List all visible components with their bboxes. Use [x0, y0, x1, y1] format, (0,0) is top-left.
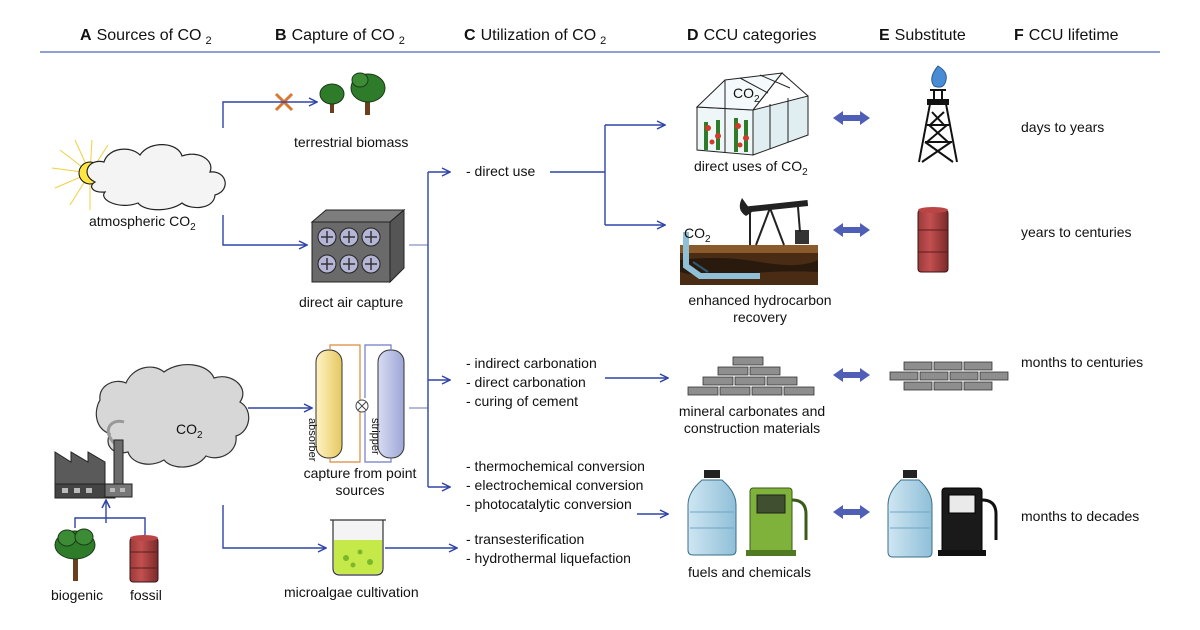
label-line: recovery — [733, 309, 787, 325]
header-letter: A — [80, 27, 92, 44]
header-subscript: 2 — [205, 35, 212, 47]
factory-icon — [54, 439, 133, 499]
biogenic-tree-icon — [54, 528, 96, 581]
header-text: Substitute — [894, 27, 966, 44]
biogenic-label: biogenic — [51, 587, 104, 603]
greenhouse-icon — [695, 72, 809, 156]
header-subscript: 2 — [398, 35, 405, 47]
label-line: sources — [335, 482, 385, 498]
direct-air-capture-unit-icon — [310, 208, 406, 284]
trees-icon — [319, 72, 386, 115]
ehr-co2-label: CO2 — [684, 225, 711, 248]
ehr-label: enhanced hydrocarbon recovery — [670, 292, 850, 326]
microalgae-label: microalgae cultivation — [284, 584, 419, 600]
direct-uses-label: direct uses of CO2 — [694, 158, 808, 181]
label-text: CO — [176, 421, 197, 437]
label-line: enhanced hydrocarbon — [688, 292, 832, 308]
fuels-chemicals-label: fuels and chemicals — [688, 564, 811, 580]
lifetime-minerals: months to centuries — [1021, 354, 1144, 370]
direct-air-capture-label: direct air capture — [299, 294, 404, 310]
factory-smoke — [106, 419, 125, 447]
stripper-label: stripper — [369, 418, 381, 455]
fossil-label: fossil — [130, 587, 162, 603]
conversion-list: - thermochemical conversion - electroche… — [466, 457, 645, 514]
header-text: Sources of CO — [96, 27, 202, 44]
label-subscript: 2 — [190, 221, 196, 233]
gas-flare-tower-icon — [918, 65, 958, 163]
label-line: capture from point — [303, 465, 417, 481]
terrestrial-biomass-label: terrestrial biomass — [294, 134, 409, 150]
label-line: mineral carbonates and — [678, 403, 826, 419]
list-item: - photocatalytic conversion — [466, 496, 632, 512]
header-subscript: 2 — [600, 35, 607, 47]
label-subscript: 2 — [705, 233, 711, 245]
green-fuel-pump-icon — [746, 487, 808, 556]
list-item: - transesterification — [466, 531, 585, 547]
lifetime-ehr: years to centuries — [1021, 224, 1132, 240]
substitute-bricks-icon — [889, 361, 1009, 391]
label-text: direct uses of CO — [694, 158, 803, 174]
header-text: Capture of CO — [291, 27, 395, 44]
point-sources-label: capture from point sources — [290, 465, 430, 499]
list-item: - indirect carbonation — [466, 355, 597, 371]
absorber-label: absorber — [306, 418, 318, 462]
label-line: construction materials — [683, 420, 821, 436]
beaker-icon — [330, 519, 386, 576]
label-text: CO — [733, 85, 754, 101]
lifetime-fuels: months to decades — [1021, 508, 1140, 524]
label-subscript: 2 — [754, 93, 760, 105]
list-item: - direct use — [466, 163, 536, 179]
list-item: - electrochemical conversion — [466, 477, 644, 493]
oil-barrel-icon — [917, 207, 949, 273]
header-letter: B — [275, 27, 287, 44]
header-text: CCU lifetime — [1028, 27, 1119, 44]
algae-process-list: - transesterification - hydrothermal liq… — [466, 530, 631, 568]
pumpjack-oil-field-icon — [680, 198, 818, 285]
label-text: atmospheric CO — [89, 213, 191, 229]
minerals-label: mineral carbonates and construction mate… — [667, 403, 837, 437]
label-text: CO — [684, 225, 705, 241]
label-subscript: 2 — [802, 166, 808, 178]
header-text: CCU categories — [703, 27, 817, 44]
list-item: - thermochemical conversion — [466, 458, 645, 474]
atmosphere-cloud-icon — [86, 144, 226, 211]
atmospheric-co2-label: atmospheric CO2 — [89, 213, 196, 236]
black-fuel-pump-icon — [938, 487, 998, 556]
header-text: Utilization of CO — [480, 27, 597, 44]
substitute-bottle-icon — [887, 470, 933, 558]
substitute-arrows — [833, 111, 870, 519]
greenhouse-co2-label: CO2 — [733, 85, 760, 108]
lifetime-direct-uses: days to years — [1021, 119, 1105, 135]
header-letter: C — [464, 27, 476, 44]
header-letter: E — [879, 27, 890, 44]
header-letter: D — [687, 27, 699, 44]
plastic-bottle-icon — [687, 470, 737, 556]
co2-cloud-label: CO2 — [176, 421, 203, 444]
list-item: - curing of cement — [466, 393, 579, 409]
header-letter: F — [1014, 27, 1024, 44]
carbonation-list: - indirect carbonation - direct carbonat… — [466, 354, 597, 411]
direct-use-list: - direct use — [466, 162, 535, 181]
bricks-stack-icon — [687, 356, 815, 396]
fossil-barrel-icon — [129, 535, 159, 583]
flow-arrows — [74, 102, 668, 548]
list-item: - hydrothermal liquefaction — [466, 550, 631, 566]
list-item: - direct carbonation — [466, 374, 586, 390]
label-subscript: 2 — [197, 429, 203, 441]
absorber-stripper-schematic — [315, 344, 405, 463]
